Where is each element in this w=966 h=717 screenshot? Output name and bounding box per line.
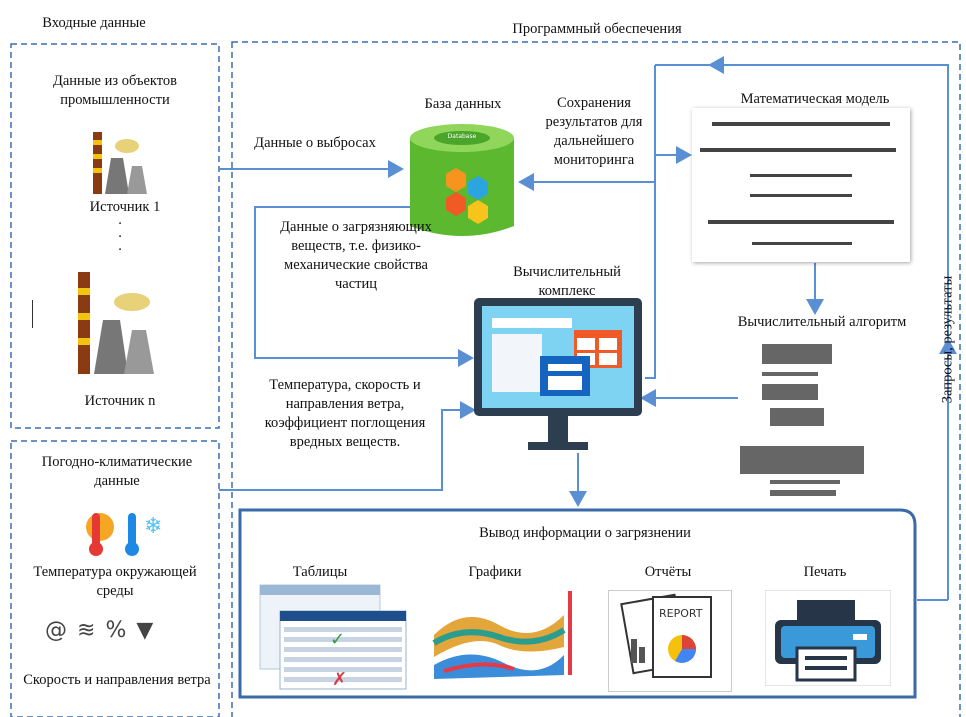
input-header: Входные данные [42, 15, 146, 31]
source-n-label: Источник n [84, 393, 156, 409]
dots: . . . [118, 212, 122, 254]
weather-title: Погодно-климатические данные [41, 454, 193, 489]
algorithm-formulas [740, 344, 864, 496]
tables-image: ✓ ✗ [259, 584, 407, 690]
computer-icon [474, 298, 642, 450]
emissions-label: Данные о выбросах [254, 135, 376, 151]
svg-text:✓: ✓ [330, 629, 345, 650]
factory-icon-n [78, 272, 154, 374]
math-model-label: Математическая модель [740, 91, 890, 107]
temperature-label: Температура окружающей среды [33, 564, 197, 599]
save-results-label: Сохранения результатов для дальнейшего м… [545, 95, 643, 168]
software-header: Программный обеспечения [512, 21, 682, 37]
tables-label: Таблицы [292, 564, 348, 580]
software-frame [231, 41, 961, 717]
math-model-equations [692, 108, 910, 262]
equations-graphic [700, 122, 896, 245]
source-1-label: Источник 1 [89, 199, 161, 215]
wind-swirl-icon: @ [45, 618, 77, 643]
temperature-icon: ❄ [86, 513, 162, 556]
wind-waves-icon: ≋ [77, 618, 106, 643]
weather-params-label: Температура, скорость и направления ветр… [264, 377, 426, 450]
printer-icon [765, 590, 891, 686]
charts-label: Графики [468, 564, 522, 580]
divider-mark [32, 300, 33, 328]
wind-gust-icon: % [105, 618, 137, 643]
industry-title: Данные из объектов промышленности [52, 73, 178, 108]
pollutant-data-label: Данные о загрязняющих веществ, т.е. физи… [280, 219, 432, 292]
input-weather-frame [10, 440, 220, 717]
charts-image [432, 591, 572, 679]
requests-label: Запросы, результаты [939, 275, 956, 404]
output-panel [238, 508, 917, 699]
reports-label: Отчёты [644, 564, 692, 580]
print-label: Печать [803, 564, 847, 580]
svg-text:✗: ✗ [332, 669, 347, 690]
computing-complex-label: Вычислительный комплекс [513, 264, 621, 299]
database-label: База данных [424, 96, 502, 112]
svg-text:REPORT: REPORT [659, 607, 703, 620]
database-icon [410, 124, 514, 236]
report-icon: REPORT [620, 593, 712, 678]
input-industry-frame [10, 43, 220, 429]
arrow-db-to-computer [254, 206, 474, 367]
arrow-save-results [518, 65, 656, 379]
algorithm-label: Вычислительный алгоритм [737, 314, 907, 330]
wind-label: Скорость и направления ветра [23, 672, 211, 688]
reports-image: REPORT [608, 590, 732, 692]
output-title: Вывод информации о загрязнении [479, 525, 691, 541]
wind-icons: @≋%▼ [45, 618, 205, 646]
tornado-icon: ▼ [136, 618, 164, 643]
arrow-weather [219, 401, 476, 491]
database-badge: Database [447, 133, 477, 140]
factory-icon-1 [93, 132, 147, 194]
svg-text:❄: ❄ [144, 514, 162, 539]
requests-label-wrap: Запросы, результаты [935, 250, 956, 430]
